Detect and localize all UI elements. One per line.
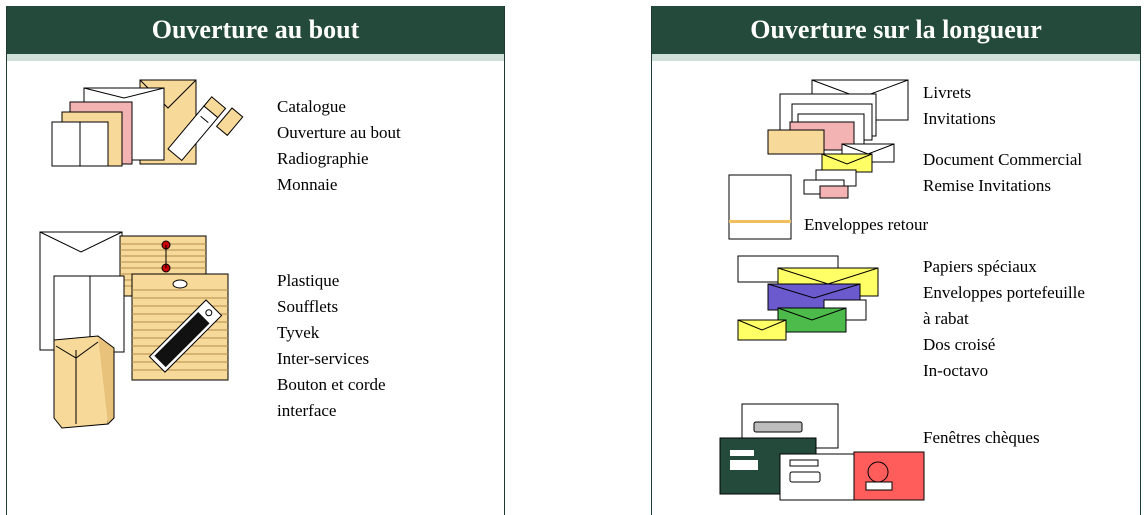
side-opening-list-3: Papiers spéciaux Enveloppes portefeuille… <box>923 254 1085 384</box>
booklets-invitations-illustration <box>767 79 909 199</box>
special-envelopes-illustration <box>39 231 229 429</box>
return-envelopes-label: Enveloppes retour <box>804 215 929 234</box>
list-item: interface <box>277 401 337 420</box>
list-item: Tyvek <box>277 323 320 342</box>
special-papers-illustration <box>737 255 879 341</box>
list-item: Livrets <box>923 83 972 102</box>
return-envelope-illustration <box>728 174 792 240</box>
panel-end-opening: Ouverture au bout <box>6 6 505 515</box>
list-item: Monnaie <box>277 175 338 194</box>
list-item: Soufflets <box>277 297 339 316</box>
list-item: Plastique <box>277 271 340 290</box>
list-item: Catalogue <box>277 97 346 116</box>
panel-side-opening: Ouverture sur la longueur <box>651 6 1141 515</box>
list-item: Document Commercial <box>923 150 1083 169</box>
list-item: Papiers spéciaux <box>923 257 1037 276</box>
cheque-windows-label: Fenêtres chèques <box>923 428 1040 447</box>
list-item: Ouverture au bout <box>277 123 401 142</box>
list-item: à rabat <box>923 309 969 328</box>
end-opening-list-2: Plastique Soufflets Tyvek Inter-services… <box>277 268 386 424</box>
panel-title-side-opening: Ouverture sur la longueur <box>652 6 1140 61</box>
list-item: Invitations <box>923 109 996 128</box>
side-opening-list-1: Livrets Invitations <box>923 80 996 132</box>
list-item: Enveloppes portefeuille <box>923 283 1085 302</box>
window-envelopes-illustration <box>719 403 925 501</box>
list-item: Bouton et corde <box>277 375 386 394</box>
list-item: Radiographie <box>277 149 369 168</box>
list-item: In-octavo <box>923 361 989 380</box>
list-item: Remise Invitations <box>923 176 1051 195</box>
panel-title-end-opening: Ouverture au bout <box>7 6 504 61</box>
list-item: Inter-services <box>277 349 370 368</box>
catalog-envelopes-illustration <box>51 79 244 167</box>
end-opening-list-1: Catalogue Ouverture au bout Radiographie… <box>277 94 401 198</box>
side-opening-list-2: Document Commercial Remise Invitations <box>923 147 1082 199</box>
list-item: Dos croisé <box>923 335 996 354</box>
